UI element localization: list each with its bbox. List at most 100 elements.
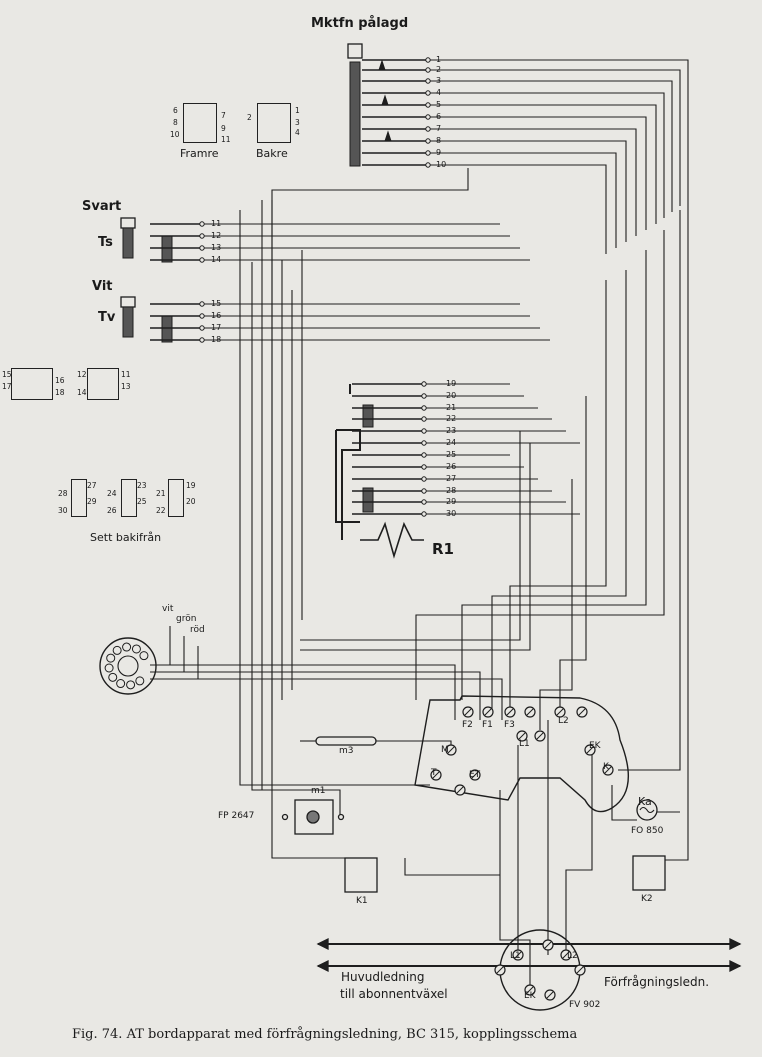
terminal-dot [425, 57, 431, 63]
wire [491, 270, 627, 710]
wire [300, 443, 531, 651]
screw-slot [456, 786, 464, 794]
terminal-number: 19 [446, 379, 457, 388]
left-box-b-pin: 13 [121, 382, 131, 391]
terminal-number: 3 [436, 76, 442, 85]
tv-stack-2 [161, 315, 173, 343]
dial-center [117, 655, 139, 677]
screw-slot [447, 746, 455, 754]
terminal-dot [421, 440, 427, 446]
bakre-pin: 4 [295, 128, 300, 137]
terminal-dot [421, 464, 427, 470]
wire [415, 230, 665, 700]
sett-pin: 21 [156, 489, 166, 498]
terminal-dot [425, 67, 431, 73]
m3-label: m3 [339, 746, 354, 756]
lever-bar-2 [335, 430, 360, 523]
screw-slot [544, 941, 552, 949]
capacitor-m1-core [306, 810, 320, 824]
capacitor-m3 [315, 736, 377, 746]
figure-caption: Fig. 74. AT bordapparat med förfrågnings… [72, 1027, 578, 1042]
left-box-a-pin: 18 [55, 388, 65, 397]
screw-slot [506, 708, 514, 716]
sett-pin: 25 [137, 497, 147, 506]
wire [565, 750, 593, 955]
ka-lamp-wave [639, 806, 655, 814]
term-l2-label: L2 [558, 716, 569, 726]
terminal-number: 18 [211, 335, 222, 344]
wire [251, 262, 341, 815]
screw-slot [526, 986, 534, 994]
left-box-b [87, 368, 119, 400]
dial-hole [139, 651, 149, 661]
cord-wire [150, 664, 456, 720]
lever-bar [336, 429, 361, 540]
wire [430, 69, 681, 206]
terminal-number: 21 [446, 403, 457, 412]
term-f1-label: F1 [482, 720, 493, 730]
bakre-box [257, 103, 291, 143]
svart-label: Svart [82, 199, 122, 214]
dial-hole [131, 644, 141, 654]
terminal-dot [421, 416, 427, 422]
terminal-dot [425, 102, 431, 108]
terminal-dot [421, 488, 427, 494]
fv-ek-label: EK [524, 991, 536, 1001]
terminal-number: 22 [446, 414, 457, 423]
wire [430, 59, 689, 200]
tv-label: Tv [98, 310, 116, 325]
wire [376, 740, 452, 750]
wire [430, 116, 647, 230]
dial-hole [116, 679, 126, 689]
sett-pin: 27 [87, 481, 97, 490]
contact-tip [384, 130, 392, 142]
screw-slot [604, 766, 612, 774]
k1-box [344, 857, 378, 893]
contact-tip [381, 94, 389, 106]
bakre-pin: 1 [295, 106, 300, 115]
capacitor-m1 [294, 799, 334, 835]
terminal-number: 30 [446, 509, 457, 518]
cord-color-rod: röd [190, 625, 205, 635]
fv-plug [499, 929, 581, 1011]
term-et-label: ET [469, 770, 481, 780]
left-box-a-pin: 17 [2, 382, 12, 391]
switch-top-label: Mktfn pålagd [311, 16, 409, 31]
wire [239, 210, 430, 786]
dial-hole [112, 645, 122, 655]
sett-bakifran-label: Sett bakifrån [90, 531, 162, 544]
wire [430, 104, 657, 224]
terminal-dot [337, 813, 345, 821]
terminal-number: 11 [211, 219, 222, 228]
term-m-label: M [441, 745, 449, 755]
terminal-dot [421, 499, 427, 505]
terminal-block-outline [414, 695, 629, 813]
arrow-head [316, 937, 329, 951]
wire [430, 164, 607, 254]
term-l1-label: L1 [519, 739, 530, 749]
terminal-number: 10 [436, 160, 447, 169]
terminal-number: 25 [446, 450, 457, 459]
contact-tip [378, 59, 386, 71]
left-box-a [11, 368, 53, 400]
wire [430, 140, 627, 242]
sett-pin: 23 [137, 481, 147, 490]
terminal-dot [421, 428, 427, 434]
framre-pin: 10 [170, 130, 180, 139]
term-f3-label: F3 [504, 720, 515, 730]
terminal-dot [199, 233, 205, 239]
tv-plunger [120, 296, 136, 308]
sett-box-1 [71, 479, 87, 517]
terminal-dot [425, 90, 431, 96]
terminal-number: 29 [446, 497, 457, 506]
cord-color-gron: grön [176, 614, 197, 624]
sett-pin: 26 [107, 506, 117, 515]
bakre-pin: 3 [295, 118, 300, 127]
left-box-b-pin: 14 [77, 388, 87, 397]
framre-pin: 8 [173, 118, 178, 127]
screw-slot [578, 708, 586, 716]
terminal-dot [425, 150, 431, 156]
terminal-dot [199, 257, 205, 263]
terminal-number: 12 [211, 231, 222, 240]
terminal-dot [421, 476, 427, 482]
